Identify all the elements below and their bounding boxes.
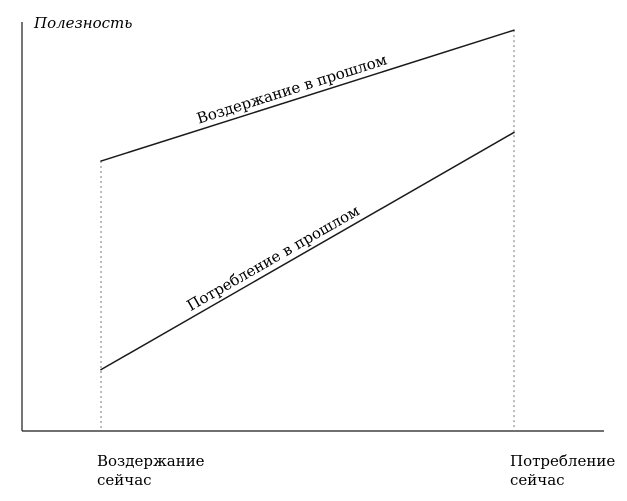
y-axis-label: Полезность — [33, 14, 132, 32]
series-label-0: Воздержание в прошлом — [195, 50, 390, 127]
data-point-1-1 — [513, 131, 515, 134]
data-point-0-0 — [100, 160, 102, 162]
data-point-1-0 — [100, 368, 102, 371]
series-line-1 — [100, 131, 515, 371]
data-point-0-1 — [513, 29, 515, 31]
series-label-1: Потребление в прошлом — [184, 201, 363, 314]
series-line-0 — [100, 29, 515, 162]
